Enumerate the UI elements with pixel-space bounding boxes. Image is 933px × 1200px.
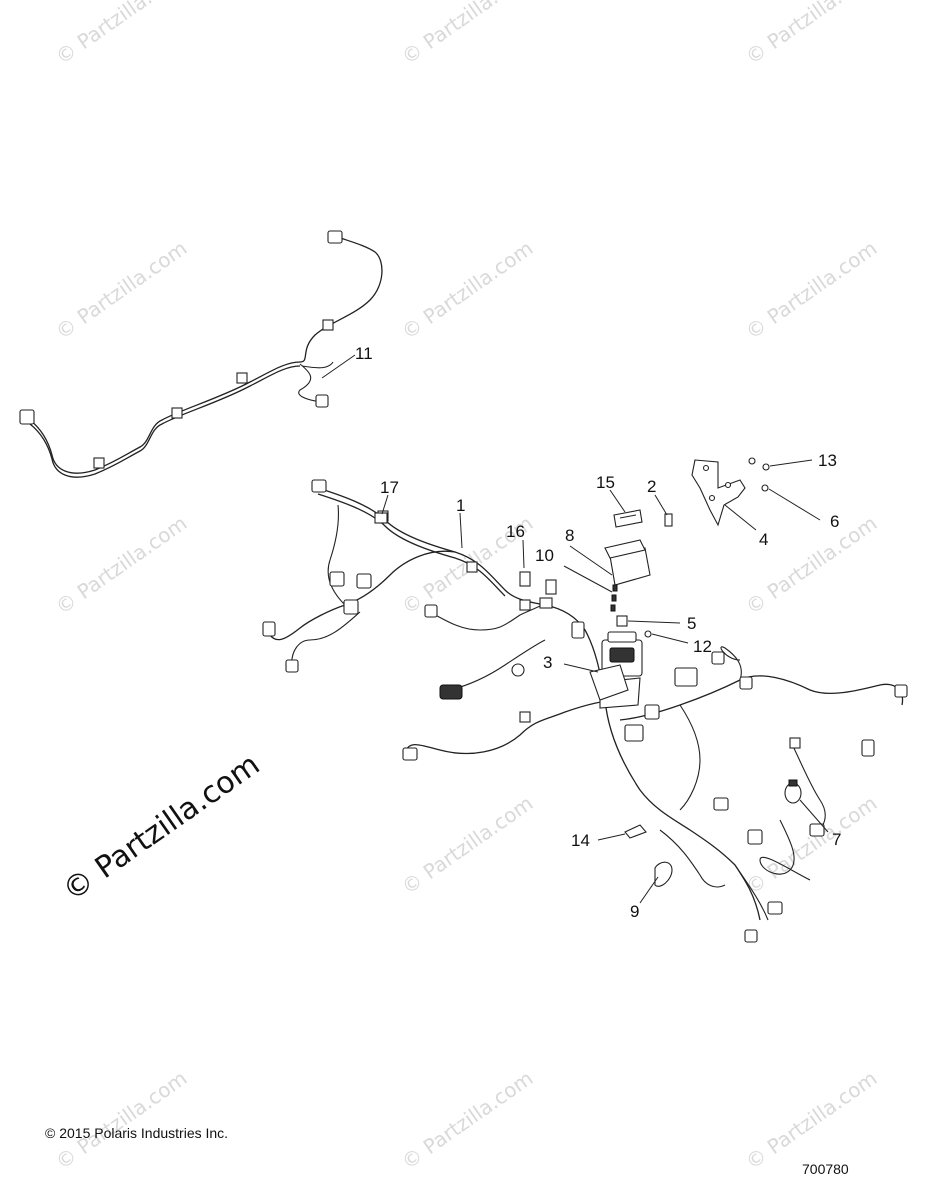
sensor-part-7 <box>784 779 802 804</box>
nut-part-6 <box>761 484 769 492</box>
fasteners-part-13 <box>748 457 770 471</box>
main-harness-part-1 <box>262 479 908 943</box>
watermark: © Partzilla.com <box>397 791 537 899</box>
fuse-label-part-15 <box>613 509 643 528</box>
rear-harness-part-11 <box>19 230 383 478</box>
callout-14: 14 <box>571 831 590 850</box>
callout-9: 9 <box>630 902 639 921</box>
watermark-feature: © Partzilla.com <box>57 747 267 908</box>
screw-part-12 <box>644 630 652 638</box>
watermark: © Partzilla.com <box>397 0 537 69</box>
watermark: © Partzilla.com <box>741 1066 881 1174</box>
clip-part-17 <box>374 512 388 524</box>
callout-6: 6 <box>830 512 839 531</box>
watermark: © Partzilla.com <box>741 236 881 344</box>
small-fuses-part-10 <box>610 584 618 612</box>
callout-3: 3 <box>543 653 552 672</box>
watermark: © Partzilla.com <box>741 511 881 619</box>
watermark: © Partzilla.com <box>397 236 537 344</box>
callout-15: 15 <box>596 473 615 492</box>
watermark: © Partzilla.com <box>51 236 191 344</box>
callout-8: 8 <box>565 526 574 545</box>
callout-5: 5 <box>687 614 696 633</box>
callout-7: 7 <box>832 830 841 849</box>
watermark-grid: © Partzilla.com © Partzilla.com © Partzi… <box>51 0 881 1174</box>
watermark: © Partzilla.com <box>397 1066 537 1174</box>
callout-4: 4 <box>759 530 768 549</box>
copyright-notice: © 2015 Polaris Industries Inc. <box>45 1125 229 1141</box>
callout-11: 11 <box>355 344 373 363</box>
callout-12: 12 <box>693 637 712 656</box>
callout-labels: 1 2 3 4 5 6 7 8 9 10 11 12 13 14 15 16 1… <box>355 344 841 921</box>
grommet-part-9 <box>654 861 673 887</box>
relay-part-5 <box>616 615 628 627</box>
callout-16: 16 <box>506 522 525 541</box>
watermark: © Partzilla.com <box>741 791 881 899</box>
clip-part-14 <box>624 824 647 839</box>
callout-2: 2 <box>647 477 656 496</box>
fuse-box-cover-part-8 <box>604 539 651 586</box>
leader-lines <box>321 354 829 904</box>
fuse-part-2 <box>664 513 673 527</box>
watermark: © Partzilla.com <box>51 511 191 619</box>
callout-10: 10 <box>535 546 554 565</box>
diagram-number: 700780 <box>802 1161 849 1177</box>
watermark: © Partzilla.com <box>51 1066 191 1174</box>
watermark: © Partzilla.com <box>51 0 191 69</box>
bracket-part-4 <box>691 459 746 527</box>
callout-17: 17 <box>380 478 399 497</box>
watermark: © Partzilla.com <box>741 0 881 69</box>
callout-1: 1 <box>456 496 465 515</box>
callout-13: 13 <box>818 451 837 470</box>
module-part-3 <box>589 664 629 701</box>
fuse-part-16 <box>519 571 557 595</box>
